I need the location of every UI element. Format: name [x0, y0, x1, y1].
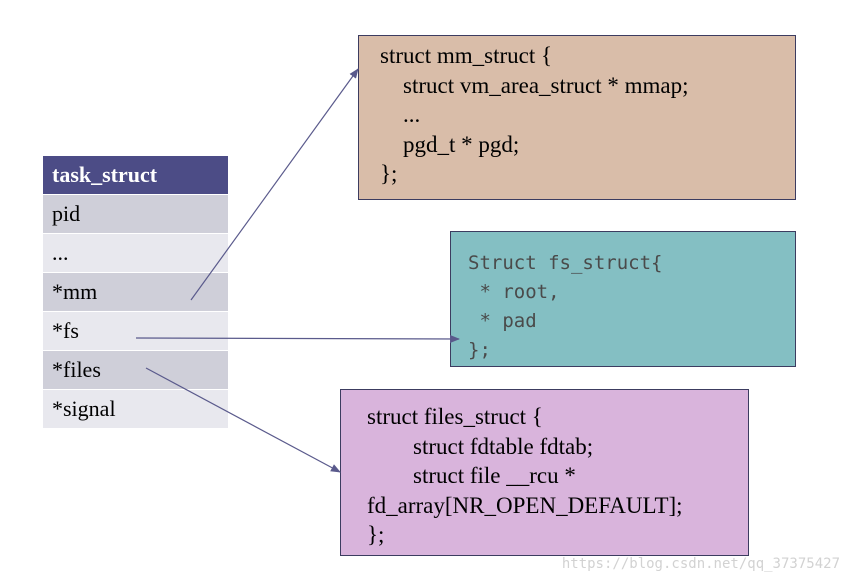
mm-struct-line: struct vm_area_struct * mmap;: [380, 72, 689, 98]
task-field-pid: pid: [43, 195, 228, 233]
task-field-ellipsis: ...: [43, 234, 228, 272]
files-struct-line: struct files_struct {: [367, 404, 543, 429]
fs-struct-line: * pad: [468, 310, 537, 332]
fs-struct-box: Struct fs_struct{ * root, * pad };: [450, 231, 796, 367]
task-field-fs: *fs: [43, 312, 228, 350]
mm-struct-box: struct mm_struct { struct vm_area_struct…: [358, 35, 796, 200]
task-struct-table: task_struct pid ... *mm *fs *files *sign…: [43, 156, 228, 429]
files-struct-line: fd_array[NR_OPEN_DEFAULT];: [367, 492, 683, 518]
watermark-text: https://blog.csdn.net/qq_37375427: [561, 556, 840, 572]
files-struct-line: struct fdtable fdtab;: [367, 433, 594, 459]
fs-struct-line: Struct fs_struct{: [468, 252, 663, 274]
mm-struct-line: ...: [380, 102, 421, 127]
task-field-files: *files: [43, 351, 228, 389]
mm-struct-line: };: [380, 161, 398, 186]
mm-struct-line: struct mm_struct {: [380, 43, 553, 68]
fs-struct-line: * root,: [468, 281, 560, 303]
mm-struct-line: pgd_t * pgd;: [380, 131, 520, 157]
files-struct-line: };: [367, 522, 385, 547]
mm-pointer-arrow: [190, 68, 359, 301]
task-field-signal: *signal: [43, 390, 228, 428]
task-field-mm: *mm: [43, 273, 228, 311]
task-struct-header: task_struct: [43, 156, 228, 194]
files-pointer-arrow: [145, 367, 341, 473]
fs-struct-line: };: [468, 339, 491, 361]
files-struct-box: struct files_struct { struct fdtable fdt…: [340, 389, 749, 556]
files-struct-line: struct file __rcu *: [367, 463, 576, 488]
fs-pointer-arrow: [135, 334, 460, 343]
